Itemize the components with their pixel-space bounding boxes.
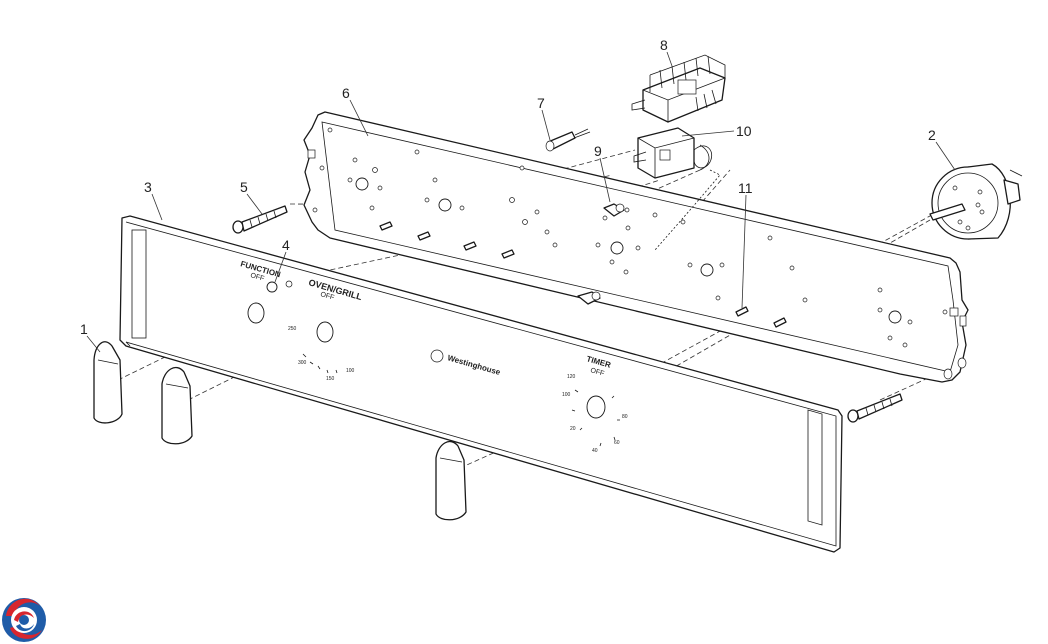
oven-scale-250: 250 [288,326,297,332]
oven-off: OFF [319,291,334,302]
thermostat [633,127,721,251]
timer-scale-120: 120 [567,374,576,380]
callout-6: 6 [342,85,350,101]
callout-4: 4 [282,237,290,253]
callout-3: 3 [144,179,152,195]
screws [232,205,967,423]
timer-scale-40: 40 [592,448,598,454]
callout-5: 5 [240,179,248,195]
function-off: OFF [249,272,264,283]
oven-scale-100: 100 [346,368,355,374]
callout-2: 2 [928,127,936,143]
callout-11: 11 [738,180,753,196]
oven-scale-300: 300 [298,360,307,366]
callouts: 1 2 3 4 5 6 7 8 9 10 11 [80,37,936,337]
callout-7: 7 [537,95,545,111]
back-plate [303,111,969,383]
timer-scale-100: 100 [562,392,571,398]
indicator-lamp [545,128,591,152]
front-panel [119,215,843,553]
swirl-logo-icon [2,598,46,642]
rotary-switch [631,54,726,123]
callout-1: 1 [80,321,88,337]
brand-mark-icon [430,349,444,363]
oven-scale-150: 150 [326,376,335,382]
timer-scale-20: 20 [570,426,576,432]
timer-off: OFF [589,367,604,378]
control-knob [93,341,467,521]
timer-scale-80: 80 [622,414,628,420]
callout-10: 10 [736,123,752,139]
timer-unit [929,163,1023,240]
callout-leaders [86,51,956,353]
callout-8: 8 [660,37,668,53]
lamp-holder [577,203,625,305]
timer-scale-60: 60 [614,440,620,446]
callout-9: 9 [594,143,602,159]
